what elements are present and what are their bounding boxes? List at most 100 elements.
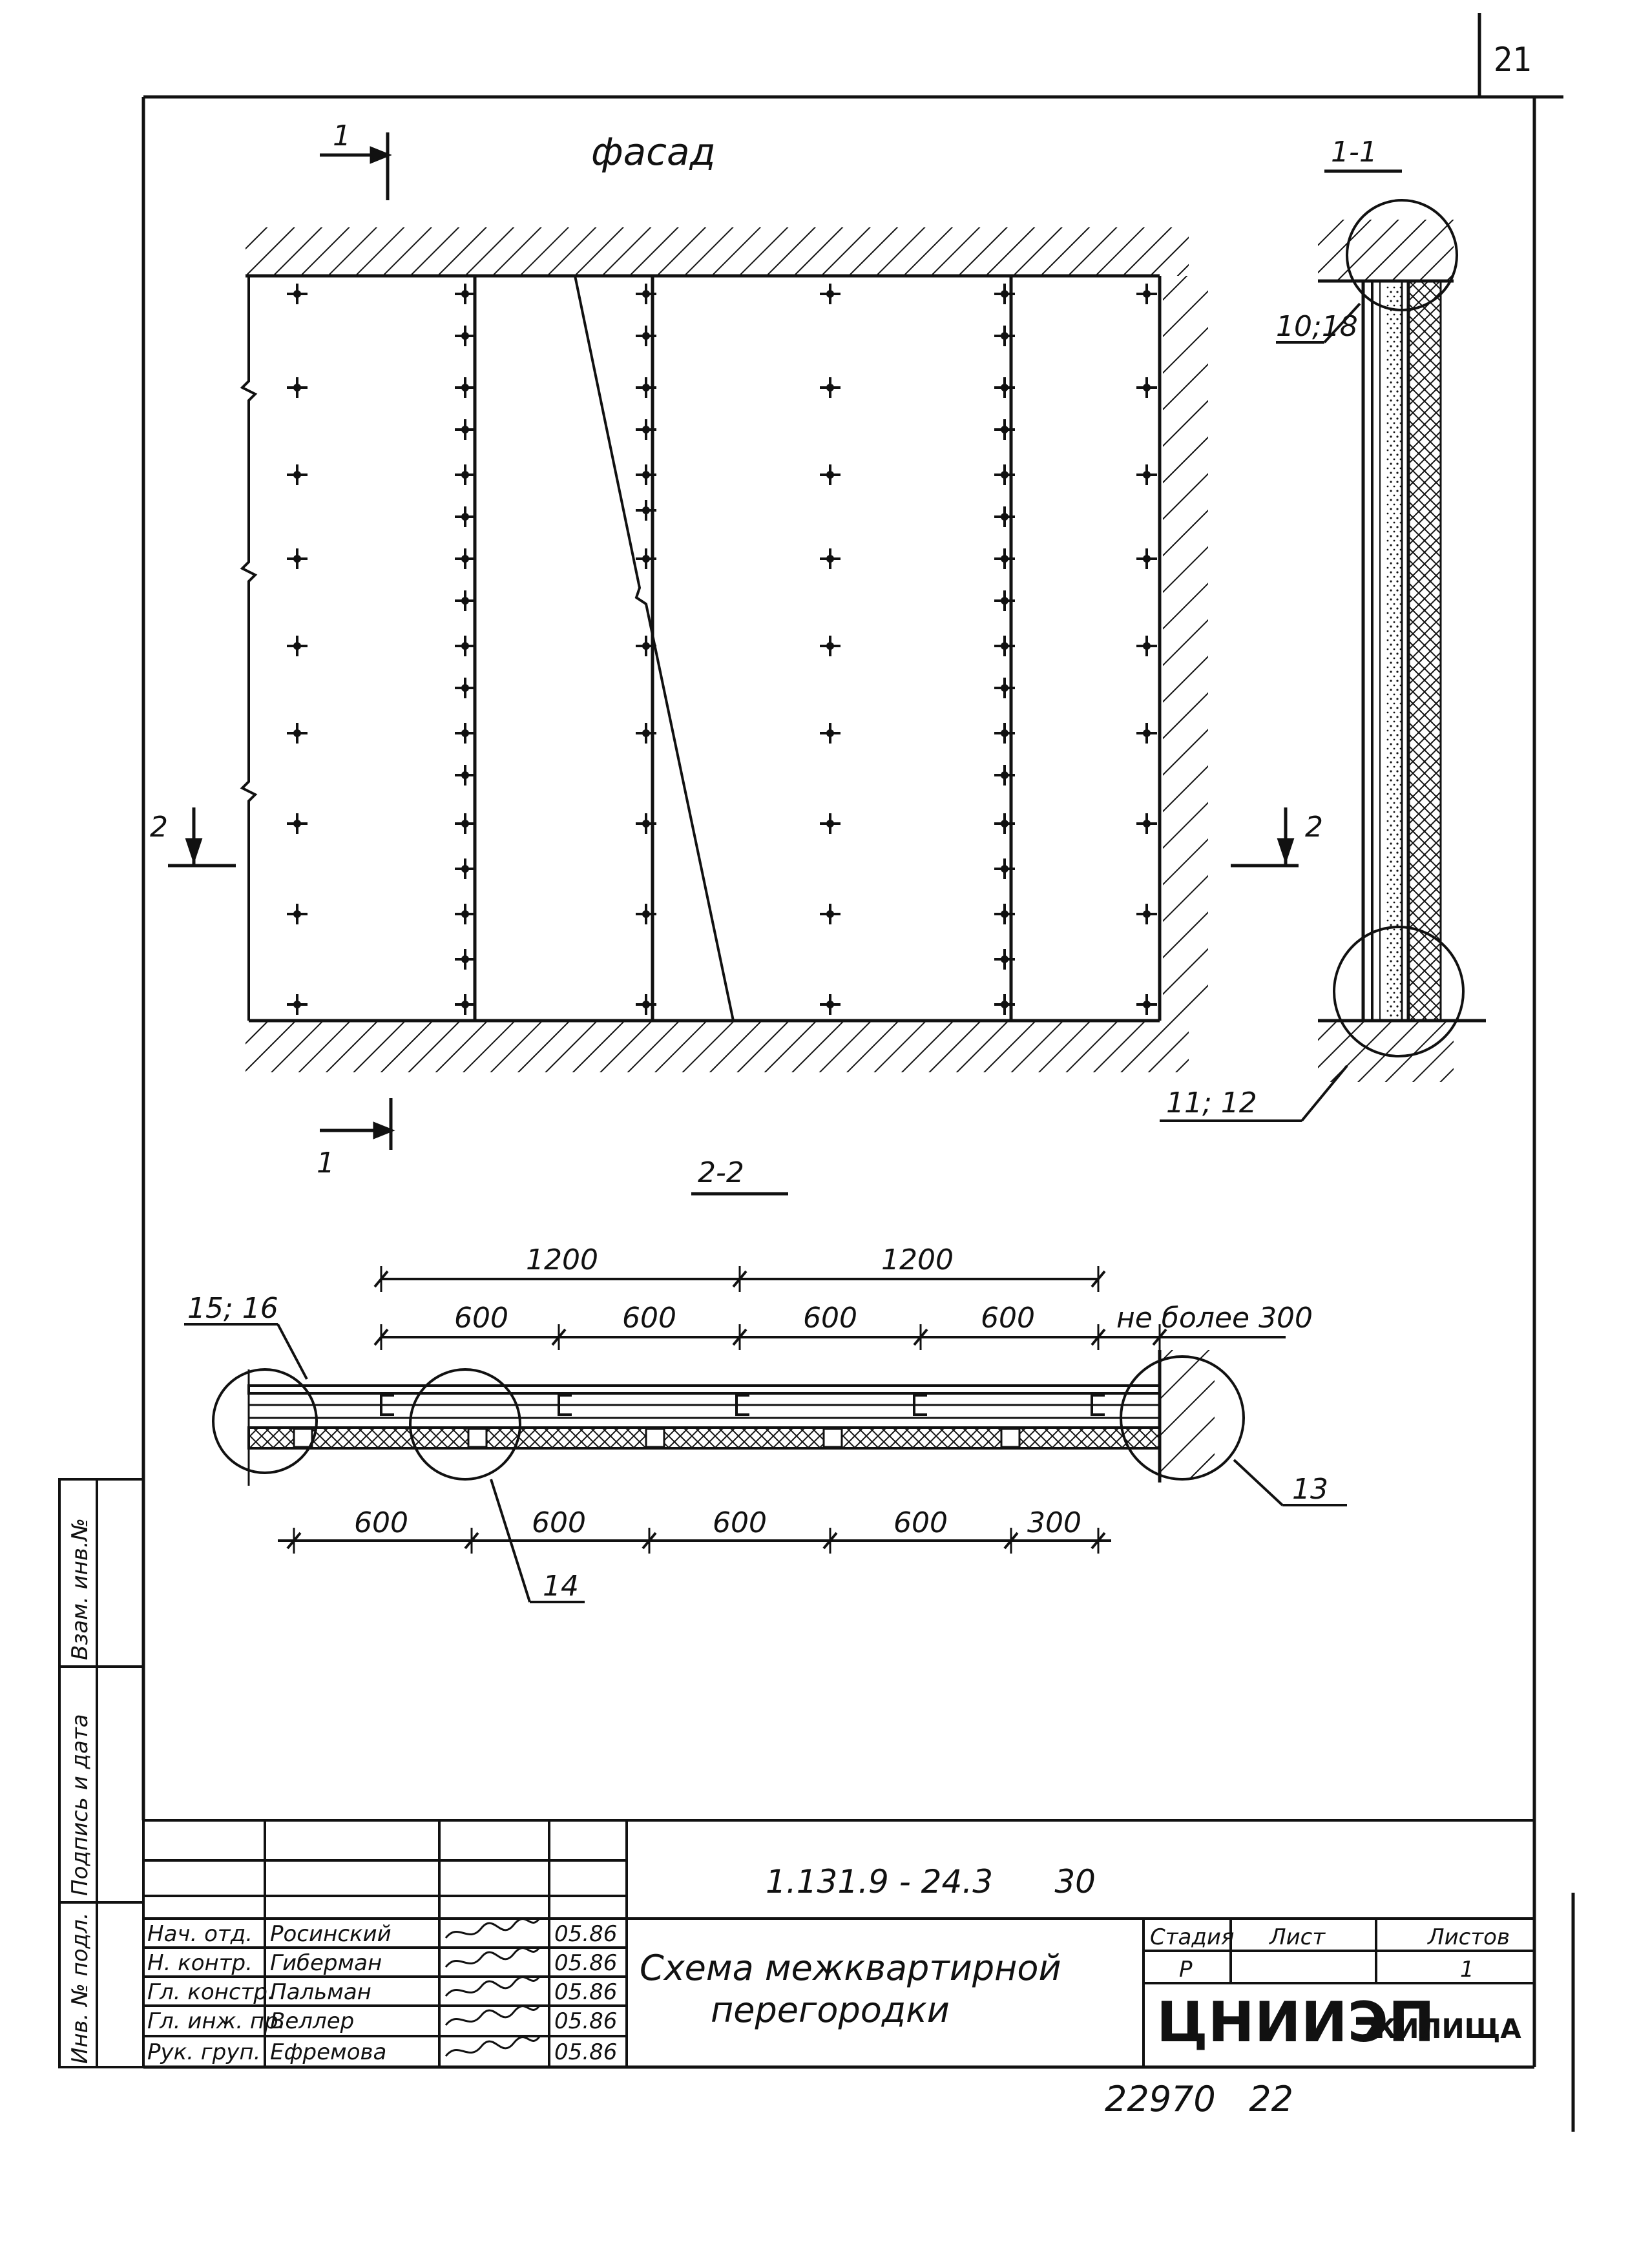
screw-mark <box>820 464 841 485</box>
screw-mark <box>636 464 656 485</box>
screw-mark <box>994 858 1015 879</box>
footer-number: 22970 22 <box>1105 2079 1293 2119</box>
stage-header: Стадия <box>1150 1924 1234 1950</box>
screw-mark <box>820 994 841 1015</box>
screw-mark <box>455 377 475 398</box>
title-block-grid <box>143 1819 1534 2067</box>
side-stamp-inventory-label: Инв. № подл. <box>67 1912 93 2064</box>
screw-mark <box>636 723 656 744</box>
stud-profile <box>913 1394 927 1416</box>
board-joint <box>1000 1428 1021 1448</box>
screw-mark <box>994 949 1015 970</box>
dim-top-major-label: 1200 <box>526 1243 598 1276</box>
approval-date: 05.86 <box>554 1950 617 1976</box>
screw-mark <box>1136 636 1157 656</box>
approval-name: Ефремова <box>270 2039 386 2065</box>
approval-date: 05.86 <box>554 1979 617 2005</box>
screw-mark <box>1136 377 1157 398</box>
screw-mark <box>287 548 308 569</box>
approval-role: Гл. инж. пр. <box>147 2008 285 2034</box>
screw-mark <box>455 419 475 440</box>
screw-mark <box>820 723 841 744</box>
section-1-1-callout-top: 10;18 <box>1276 310 1358 343</box>
screw-mark <box>636 284 656 304</box>
screw-mark <box>287 284 308 304</box>
stage-value: Р <box>1179 1957 1193 1982</box>
dim-top-limit-label: не более 300 <box>1116 1302 1313 1335</box>
screw-mark <box>455 904 475 924</box>
section-2-2-title: 2-2 <box>698 1156 744 1189</box>
section-2-2-callouts <box>184 1323 1347 1603</box>
screw-mark <box>455 994 475 1015</box>
approval-row: Н. контр. Гиберман 05.86 <box>147 1947 617 1976</box>
screw-mark <box>636 419 656 440</box>
section-2-2-studs <box>293 1394 1105 1448</box>
approval-role: Нач. отд. <box>147 1921 253 1947</box>
screw-mark <box>455 284 475 304</box>
side-stamp-replacement-label: Взам. инв.№ <box>67 1518 93 1660</box>
title-block-rows: Нач. отд. Росинский 05.86 Н. контр. Гиберман… <box>147 1918 617 2065</box>
stud-profile <box>558 1394 572 1416</box>
section-2-marker-left <box>168 807 236 868</box>
screw-mark <box>994 723 1015 744</box>
screw-mark <box>820 636 841 656</box>
screw-mark <box>455 723 475 744</box>
screw-mark <box>994 813 1015 834</box>
board-joint <box>822 1428 843 1448</box>
board-joint <box>645 1428 665 1448</box>
section-2-label-left: 2 <box>150 811 168 844</box>
screw-mark <box>994 506 1015 527</box>
organization-logo: ЦНИИЭП <box>1156 1990 1435 2055</box>
approval-name: Гиберман <box>270 1950 382 1976</box>
approval-name: Веллер <box>270 2008 354 2034</box>
screw-mark <box>994 636 1015 656</box>
dim-top-minor-label: 600 <box>622 1302 676 1335</box>
screw-mark <box>636 813 656 834</box>
approval-role: Гл. констр. <box>147 1979 275 2005</box>
approval-role: Рук. груп. <box>147 2039 260 2065</box>
board-joint <box>467 1428 488 1448</box>
document-code: 1.131.9 - 24.3 30 <box>766 1863 1096 1900</box>
screw-mark <box>455 464 475 485</box>
approval-role: Н. контр. <box>147 1950 253 1976</box>
screw-mark <box>1136 284 1157 304</box>
screw-mark <box>287 994 308 1015</box>
screw-mark <box>994 326 1015 346</box>
screw-mark <box>455 858 475 879</box>
section-1-label-bottom: 1 <box>317 1147 335 1180</box>
screw-mark <box>1136 994 1157 1015</box>
stud-profile <box>735 1394 749 1416</box>
section-1-1-callout-bottom: 11; 12 <box>1166 1087 1257 1119</box>
screw-mark <box>455 949 475 970</box>
sheets-header: Листов <box>1426 1924 1510 1950</box>
screw-mark <box>455 548 475 569</box>
section-2-2-callout-right: 13 <box>1292 1473 1328 1506</box>
screw-mark <box>455 813 475 834</box>
section-1-label-top: 1 <box>333 120 351 152</box>
screw-mark <box>455 678 475 698</box>
screw-mark <box>1136 723 1157 744</box>
section-1-marker-top <box>320 132 392 200</box>
screw-mark <box>820 813 841 834</box>
screw-mark <box>636 904 656 924</box>
handwritten-signature <box>444 1918 541 1939</box>
section-2-2-wall <box>247 1350 1215 1486</box>
side-stamp-signature-label: Подпись и дата <box>67 1714 93 1896</box>
screw-mark <box>994 419 1015 440</box>
sheets-value: 1 <box>1460 1957 1474 1982</box>
screw-mark <box>994 464 1015 485</box>
screw-mark <box>455 590 475 611</box>
screw-mark <box>636 377 656 398</box>
drawing-title-line2: перегородки <box>711 1990 950 2030</box>
screw-mark <box>455 636 475 656</box>
screw-mark <box>636 500 656 521</box>
handwritten-signature <box>444 1947 541 1968</box>
side-stamp <box>58 1478 145 2068</box>
approval-name: Росинский <box>270 1921 392 1947</box>
